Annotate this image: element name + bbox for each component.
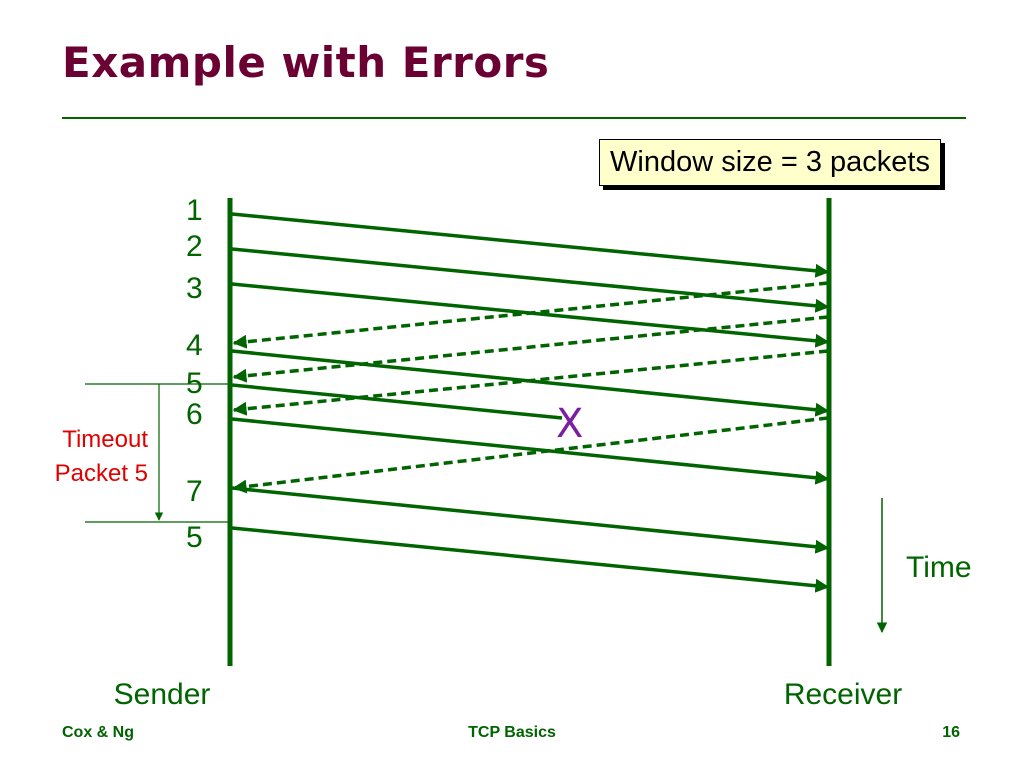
ack-arrow xyxy=(232,416,829,494)
packet-1-arrow xyxy=(231,212,830,278)
packet-2-arrow xyxy=(231,247,830,313)
title-divider xyxy=(62,117,966,119)
packet-label: 5 xyxy=(186,521,203,554)
ack-arrow xyxy=(232,281,829,349)
packet-label: 6 xyxy=(186,398,203,431)
footer-topic: TCP Basics xyxy=(468,724,556,741)
slide-number: 16 xyxy=(942,724,960,741)
packet-5-retransmit-arrow xyxy=(231,526,830,593)
lost-packet-marker: X xyxy=(556,401,583,447)
packet-5-lost-arrow xyxy=(231,383,563,420)
time-label: Time xyxy=(906,551,972,584)
window-size-box: Window size = 3 packets xyxy=(599,139,941,187)
packet-7-arrow xyxy=(231,486,830,554)
packet-label: 1 xyxy=(186,194,203,227)
timeout-label-line2: Packet 5 xyxy=(55,460,148,487)
slide-title: Example with Errors xyxy=(62,38,550,87)
packet-label: 3 xyxy=(186,272,203,305)
receiver-label: Receiver xyxy=(784,678,902,711)
ack-arrow xyxy=(232,315,829,383)
ack-arrow xyxy=(232,349,829,416)
packet-6-arrow xyxy=(231,417,830,485)
packet-label: 7 xyxy=(186,475,203,508)
sender-label: Sender xyxy=(114,678,211,711)
packet-label: 4 xyxy=(186,329,203,362)
footer-author: Cox & Ng xyxy=(62,724,134,741)
packet-label: 2 xyxy=(186,230,203,263)
timeout-label-line1: Timeout xyxy=(62,426,148,453)
